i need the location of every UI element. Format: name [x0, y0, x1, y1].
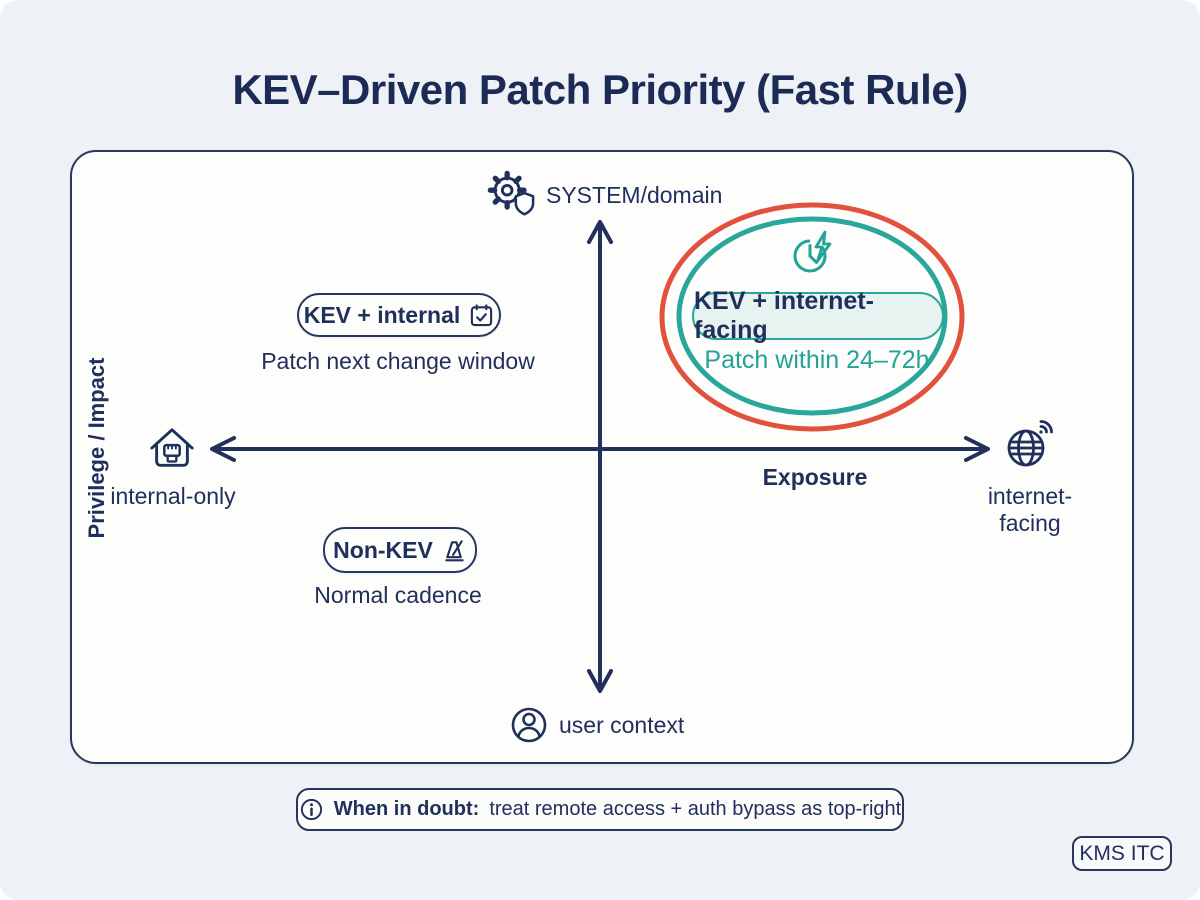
note-banner: When in doubt: treat remote access + aut… — [296, 788, 904, 831]
caption-top-right: Patch within 24–72h — [704, 346, 930, 374]
badge-kev-internet-facing-label: KEV + internet-facing — [694, 287, 874, 344]
badge-kev-internet-facing: KEV + internet-facing — [692, 287, 944, 344]
note-bold-text: When in doubt: — [333, 798, 480, 820]
gear-shield-icon — [487, 170, 535, 216]
badge-kev-internal: KEV + internal — [297, 293, 501, 337]
axis-label-internal-only: internal-only — [110, 483, 236, 509]
y-axis-title: Privilege / Impact — [84, 357, 109, 539]
axis-endpoint-system-domain: SYSTEM/domain — [486, 170, 722, 220]
clock-lightning-icon — [793, 230, 832, 273]
globe-signal-icon — [1007, 420, 1053, 467]
caption-bottom-left: Normal cadence — [314, 582, 482, 608]
calendar-check-icon — [471, 303, 493, 326]
page-title: KEV–Driven Patch Priority (Fast Rule) — [232, 66, 968, 113]
axis-label-user-context: user context — [559, 711, 685, 738]
note-text: treat remote access + auth bypass as top… — [489, 798, 902, 820]
badge-non-kev-label: Non-KEV — [333, 536, 433, 563]
axis-label-system-domain: SYSTEM/domain — [546, 181, 723, 208]
footer-brand-badge: KMS ITC — [1072, 836, 1172, 871]
house-network-icon — [150, 428, 194, 467]
axis-label-internet-facing: internet-facing — [987, 483, 1073, 536]
caption-top-left: Patch next change window — [261, 348, 535, 374]
metronome-icon — [445, 539, 464, 561]
info-icon — [300, 798, 322, 821]
user-icon — [511, 707, 547, 743]
quadrant-panel — [70, 150, 1134, 764]
badge-non-kev: Non-KEV — [323, 527, 477, 573]
badge-kev-internal-label: KEV + internal — [303, 301, 461, 328]
axis-endpoint-user-context: user context — [509, 705, 684, 745]
x-axis-title: Exposure — [762, 464, 868, 490]
